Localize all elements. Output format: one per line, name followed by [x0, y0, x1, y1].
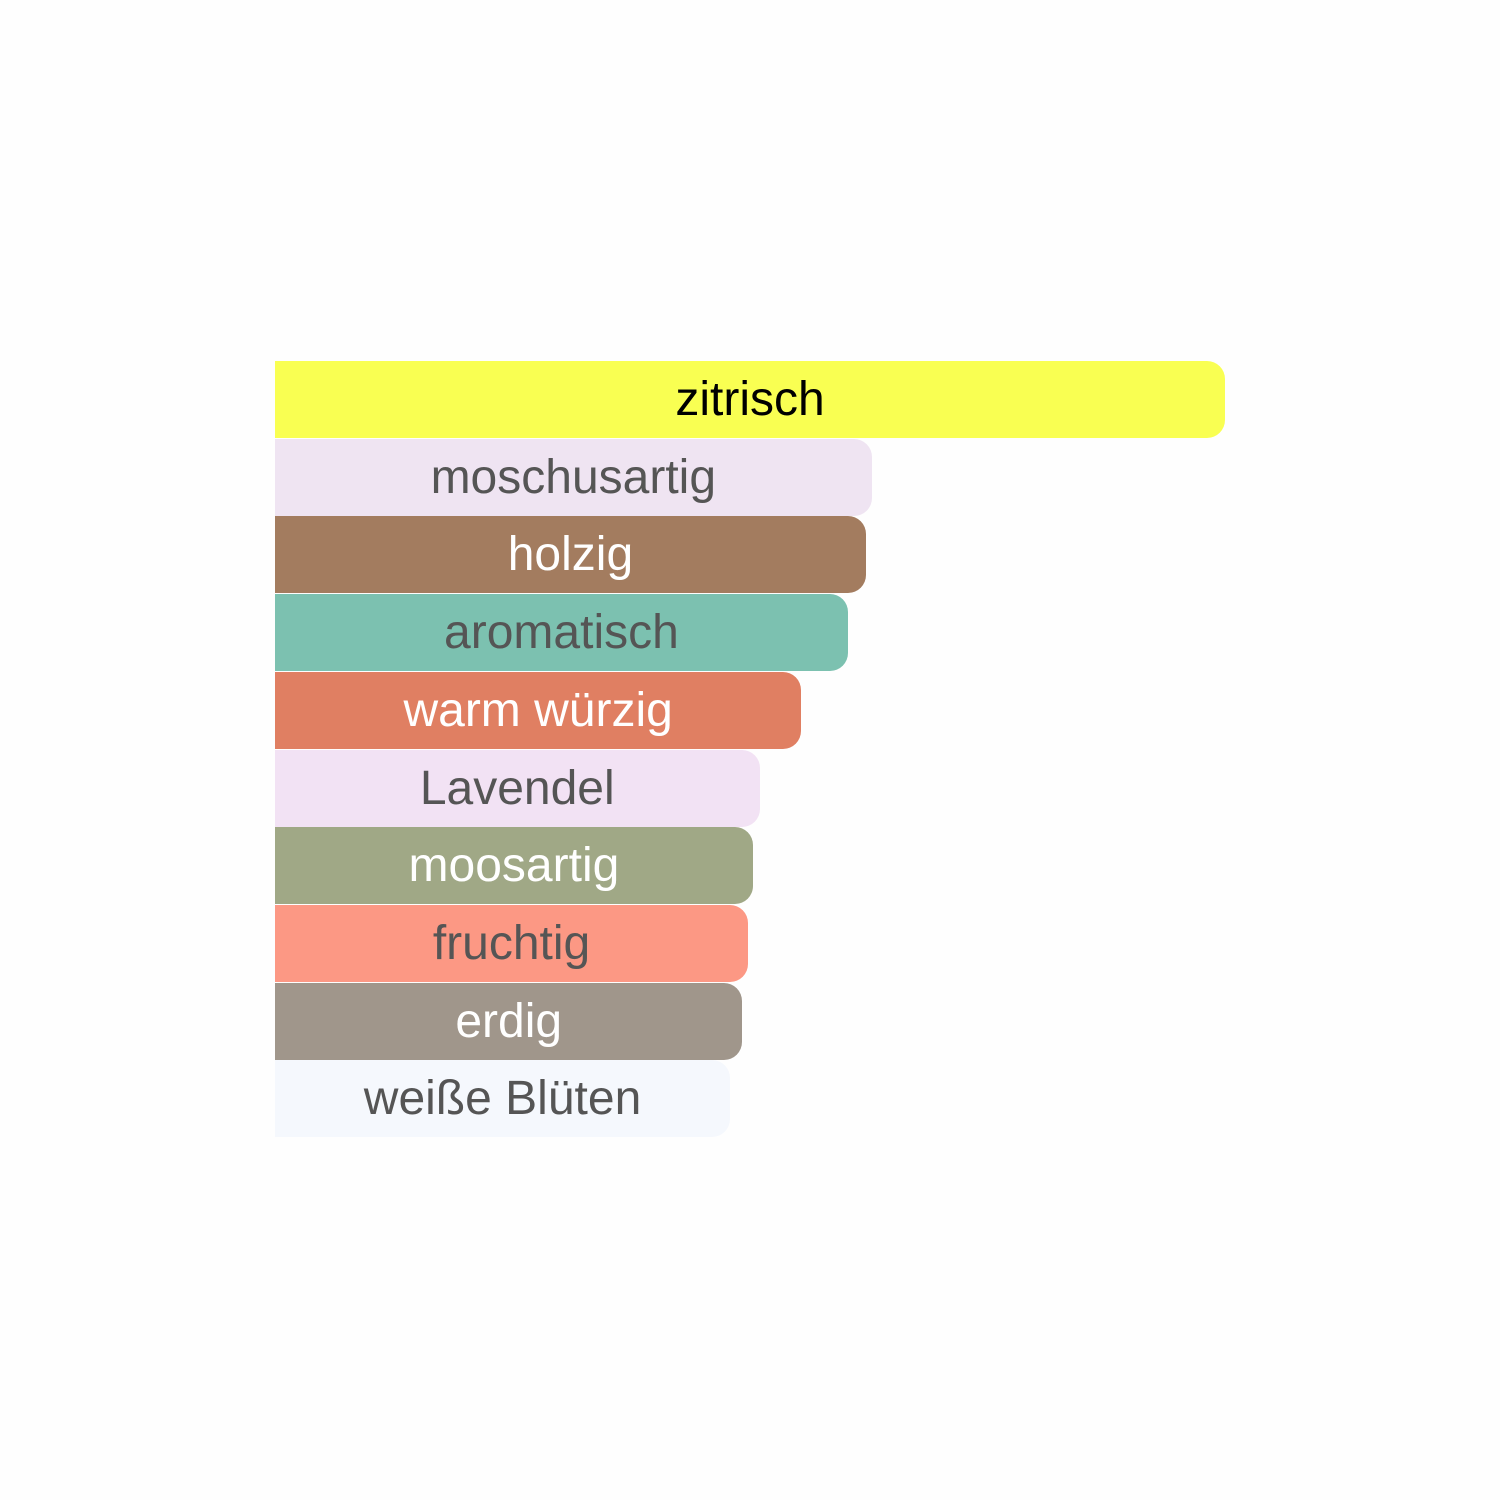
bar-moschusartig: moschusartig [275, 438, 872, 516]
bar-fruchtig: fruchtig [275, 904, 749, 982]
bar-zitrisch: zitrisch [275, 361, 1225, 438]
bar-moosartig: moosartig [275, 827, 753, 905]
bar-label: zitrisch [675, 373, 825, 426]
bar-label: warm würzig [403, 683, 673, 737]
bar-label: erdig [455, 994, 563, 1048]
bar-holzig: holzig [275, 516, 866, 594]
bar-aromatisch: aromatisch [275, 594, 848, 672]
bar-label: aromatisch [444, 606, 679, 660]
bar-lavendel: Lavendel [275, 749, 760, 827]
bar-warm-würzig: warm würzig [275, 671, 802, 749]
bar-erdig: erdig [275, 982, 743, 1060]
bar-label: Lavendel [419, 761, 615, 815]
bar-label: weiße Blüten [363, 1072, 642, 1126]
bar-label: moschusartig [430, 450, 717, 504]
bar-weiße-blüten: weiße Blüten [275, 1060, 731, 1138]
bar-label: fruchtig [432, 916, 591, 970]
bar-label: moosartig [408, 839, 620, 893]
bar-label: holzig [507, 528, 634, 582]
